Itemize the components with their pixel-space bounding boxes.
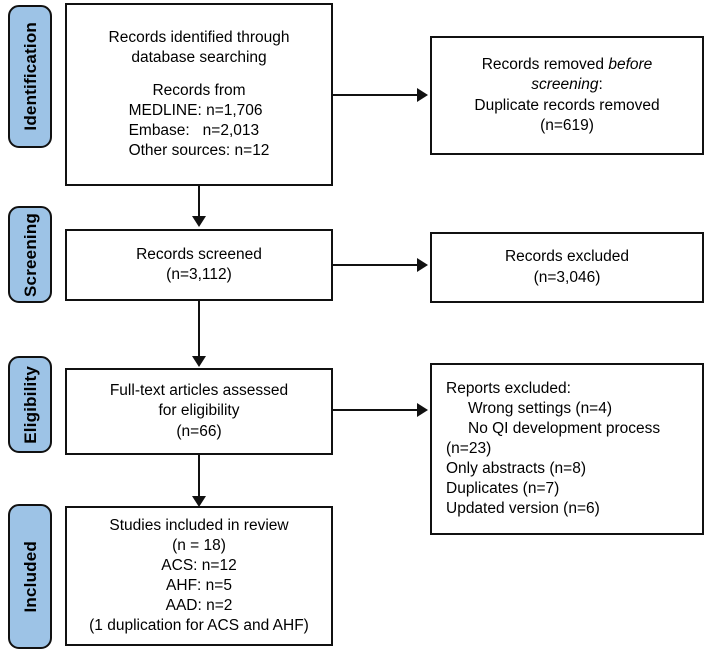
records-screened-count: (n=3,112) — [166, 266, 232, 283]
reports-excluded-reason-4: Duplicates (n=7) — [446, 480, 560, 498]
studies-included-note: (1 duplication for ACS and AHF) — [89, 617, 309, 635]
box-reports-excluded: Reports excluded: Wrong settings (n=4) N… — [430, 363, 704, 535]
full-text-line-1: Full-text articles assessed — [109, 382, 289, 400]
reports-excluded-reason-2-count: (n=23) — [446, 439, 492, 457]
connector-fulltext-to-reports-arrow — [417, 403, 428, 417]
records-excluded-count: (n=3,046) — [533, 268, 601, 286]
records-removed-line-1-italic: before — [608, 56, 653, 74]
records-identified-source-list: MEDLINE: n=1,706 Embase: n=2,013 Other s… — [129, 101, 270, 161]
records-excluded-label: Records excluded — [504, 248, 630, 266]
phase-label-identification: Identification — [20, 22, 40, 131]
reports-excluded-reason-3: Only abstracts (n=8) — [446, 460, 586, 478]
connector-fulltext-to-included-arrow — [191, 496, 206, 507]
records-identified-heading-2: database searching — [131, 48, 267, 66]
box-studies-included: Studies included in review (n = 18) ACS:… — [65, 506, 333, 646]
connector-identified-to-screened-line — [198, 186, 200, 218]
connector-screened-to-fulltext-line — [198, 301, 200, 358]
phase-label-included: Included — [20, 540, 40, 613]
studies-included-aad: AAD: n=2 — [165, 597, 233, 615]
connector-identified-to-removed-line — [333, 94, 419, 96]
records-removed-line-2-suffix: : — [598, 76, 603, 94]
full-text-line-2: for eligibility — [158, 402, 240, 420]
connector-screened-to-excluded-line — [333, 264, 419, 266]
studies-included-label: Studies included in review — [109, 516, 289, 534]
source-other: Other sources: n=12 — [128, 142, 270, 160]
connector-identified-to-removed-arrow — [417, 88, 428, 102]
studies-included-acs: ACS: n=12 — [161, 556, 237, 574]
spacer — [73, 68, 325, 81]
connector-screened-to-excluded-arrow — [417, 258, 428, 272]
connector-identified-to-screened-arrow — [191, 216, 206, 227]
box-full-text-assessed: Full-text articles assessed for eligibil… — [65, 368, 333, 455]
records-removed-line-2-italic: screening — [531, 76, 599, 94]
full-text-count: (n=66) — [176, 422, 222, 440]
source-embase: Embase: n=2,013 — [128, 122, 260, 140]
records-removed-line-2: screening: — [438, 75, 696, 95]
source-medline: MEDLINE: n=1,706 — [128, 102, 263, 119]
connector-screened-to-fulltext-arrow — [191, 356, 206, 367]
box-records-screened: Records screened (n=3,112) — [65, 229, 333, 301]
records-removed-line-1: Records removed before — [438, 55, 696, 75]
reports-excluded-heading: Reports excluded: — [446, 379, 571, 397]
records-screened-label: Records screened — [136, 245, 262, 263]
phase-pill-included: Included — [8, 504, 52, 649]
studies-included-ahf: AHF: n=5 — [166, 577, 232, 594]
reports-excluded-reason-5: Updated version (n=6) — [446, 500, 600, 518]
records-identified-heading-1: Records identified through — [108, 28, 290, 46]
phase-pill-identification: Identification — [8, 5, 52, 148]
box-records-excluded: Records excluded (n=3,046) — [430, 232, 704, 303]
reports-excluded-reason-1: Wrong settings (n=4) — [468, 399, 613, 417]
box-records-identified: Records identified through database sear… — [65, 3, 333, 186]
records-removed-line-1-prefix: Records removed — [481, 56, 609, 74]
connector-fulltext-to-included-line — [198, 455, 200, 502]
phase-label-screening: Screening — [20, 212, 40, 297]
phase-pill-screening: Screening — [8, 206, 52, 303]
records-removed-count: (n=619) — [540, 116, 594, 134]
phase-pill-eligibility: Eligibility — [8, 356, 52, 453]
reports-excluded-reason-2: No QI development process — [468, 419, 661, 437]
connector-fulltext-to-reports-line — [333, 409, 419, 411]
records-removed-line-3: Duplicate records removed — [474, 96, 660, 114]
records-identified-sources-heading: Records from — [152, 81, 246, 99]
phase-label-eligibility: Eligibility — [20, 365, 40, 444]
studies-included-count: (n = 18) — [172, 536, 226, 554]
box-records-removed-before-screening: Records removed before screening: Duplic… — [430, 36, 704, 155]
